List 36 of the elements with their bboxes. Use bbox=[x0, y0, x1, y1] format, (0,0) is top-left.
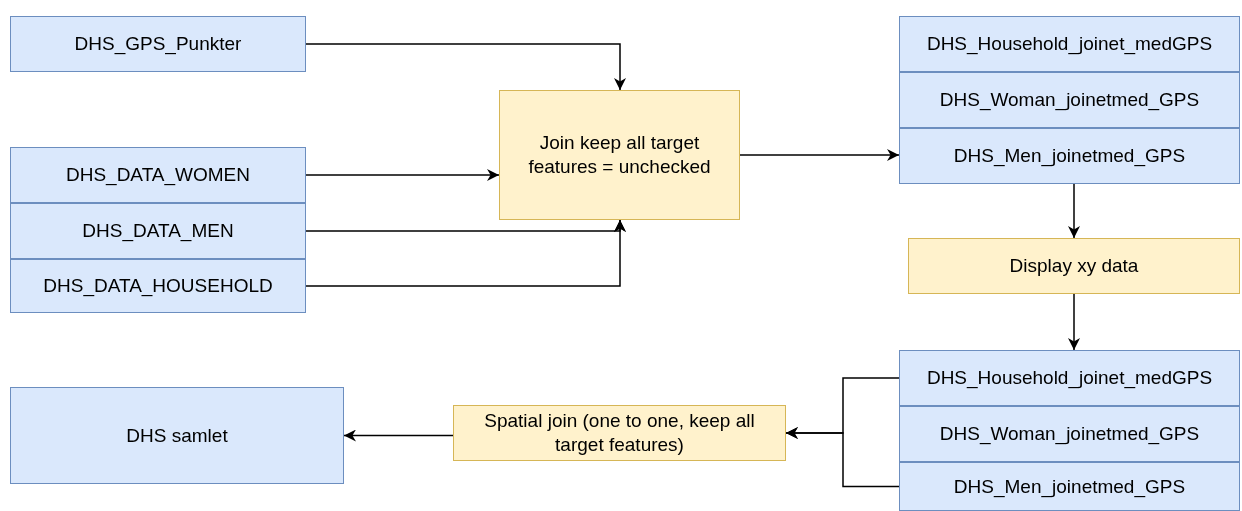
arrow bbox=[1068, 293, 1080, 351]
box-label: DHS_Woman_joinetmed_GPS bbox=[938, 422, 1201, 446]
data-box bbox=[899, 350, 1240, 406]
arrow bbox=[305, 43, 626, 91]
data-box bbox=[899, 406, 1240, 462]
arrow bbox=[1068, 183, 1080, 239]
process-box bbox=[908, 238, 1240, 294]
box-label: Display xy data bbox=[1008, 254, 1140, 278]
data-box bbox=[10, 259, 306, 313]
data-box bbox=[10, 387, 344, 484]
box-label: DHS_DATA_HOUSEHOLD bbox=[42, 274, 274, 298]
data-box bbox=[899, 128, 1240, 184]
box-label: DHS_Woman_joinetmed_GPS bbox=[938, 88, 1201, 112]
process-box bbox=[453, 405, 786, 461]
process-box bbox=[499, 90, 740, 220]
data-box bbox=[10, 147, 306, 203]
box-label: Join keep all target features = unchecked bbox=[527, 131, 712, 179]
arrow bbox=[305, 169, 500, 181]
box-label: DHS_DATA_WOMEN bbox=[64, 163, 251, 187]
box-label: DHS_Men_joinetmed_GPS bbox=[952, 144, 1187, 168]
data-box bbox=[10, 203, 306, 259]
box-label: DHS_Men_joinetmed_GPS bbox=[952, 474, 1187, 499]
data-box bbox=[899, 72, 1240, 128]
box-label: DHS samlet bbox=[125, 423, 229, 448]
box-label: DHS_DATA_MEN bbox=[81, 219, 235, 243]
arrow bbox=[785, 427, 900, 488]
box-label: Spatial join (one to one, keep all target features) bbox=[483, 409, 756, 457]
data-box bbox=[10, 16, 306, 72]
data-box bbox=[899, 16, 1240, 72]
box-label: DHS_Household_joinet_medGPS bbox=[925, 366, 1214, 390]
box-label: DHS_Household_joinet_medGPS bbox=[925, 32, 1214, 56]
arrow bbox=[305, 219, 626, 287]
arrow bbox=[343, 429, 454, 442]
box-label: DHS_GPS_Punkter bbox=[73, 32, 243, 56]
data-box bbox=[899, 462, 1240, 511]
arrow bbox=[739, 149, 900, 161]
